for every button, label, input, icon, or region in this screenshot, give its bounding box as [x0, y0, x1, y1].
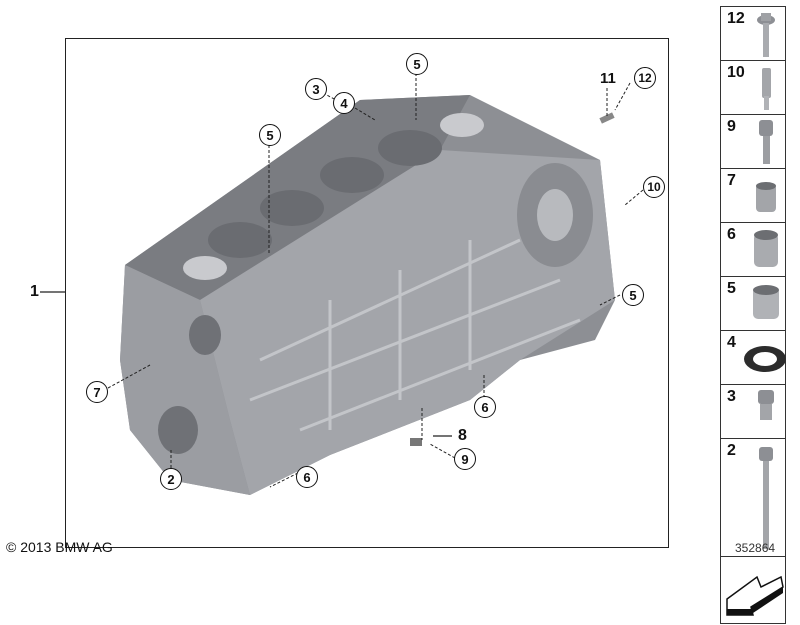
part-11-label[interactable]: 11 [600, 70, 616, 87]
legend-number: 12 [727, 10, 745, 27]
image-number: 352864 [735, 541, 776, 555]
callout-6-bottom[interactable]: 6 [296, 466, 318, 488]
legend-number: 10 [727, 64, 745, 81]
legend-item-9[interactable]: 9 [720, 114, 786, 168]
sealing-ring-icon [744, 346, 786, 372]
engine-block-illustration [40, 73, 644, 495]
legend-number: 9 [727, 118, 736, 135]
direction-arrow-icon [726, 575, 784, 616]
diagram-frame [65, 38, 669, 548]
long-hex-bolt-icon [759, 447, 773, 549]
flange-bolt-icon [757, 13, 775, 57]
legend-item-5[interactable]: 5 [720, 276, 786, 330]
legend-number: 3 [727, 388, 736, 405]
legend-number: 2 [727, 442, 736, 459]
sleeve-icon [754, 230, 778, 267]
bolt-11-icon [599, 112, 615, 124]
legend-number: 4 [727, 334, 736, 351]
legend-item-12[interactable]: 12 [720, 6, 786, 60]
short-sleeve-icon [756, 182, 776, 212]
legend-number: 7 [727, 172, 736, 189]
callout-9[interactable]: 9 [454, 448, 476, 470]
part-1-label[interactable]: 1 [30, 283, 39, 300]
view-direction-arrow[interactable] [720, 556, 786, 624]
legend-item-3[interactable]: 3 [720, 384, 786, 438]
legend-number: 6 [727, 226, 736, 243]
callout-3[interactable]: 3 [305, 78, 327, 100]
callout-6-middle[interactable]: 6 [474, 396, 496, 418]
dowel-sleeve-icon [762, 68, 771, 110]
socket-head-screw-icon [759, 120, 773, 164]
legend-item-10[interactable]: 10 [720, 60, 786, 114]
legend-item-4[interactable]: 4 [720, 330, 786, 384]
legend-item-6[interactable]: 6 [720, 222, 786, 276]
callout-5-right[interactable]: 5 [622, 284, 644, 306]
legend-number: 5 [727, 280, 736, 297]
callout-7[interactable]: 7 [86, 381, 108, 403]
copyright-text: © 2013 BMW AG [6, 539, 113, 555]
engine-block-icon [120, 95, 615, 495]
legend-item-2[interactable]: 2 [720, 438, 786, 556]
callout-5-top[interactable]: 5 [406, 53, 428, 75]
legend-item-7[interactable]: 7 [720, 168, 786, 222]
part-8-label[interactable]: 8 [458, 427, 467, 444]
callout-4[interactable]: 4 [333, 92, 355, 114]
callout-12[interactable]: 12 [634, 67, 656, 89]
callout-10[interactable]: 10 [643, 176, 665, 198]
parts-legend: 12 10 9 7 6 5 4 [720, 6, 786, 624]
plug-screw-icon [758, 390, 774, 420]
bolt-9-icon [410, 438, 422, 446]
callout-5-left[interactable]: 5 [259, 124, 281, 146]
callout-2[interactable]: 2 [160, 468, 182, 490]
sleeve-icon [753, 285, 779, 319]
